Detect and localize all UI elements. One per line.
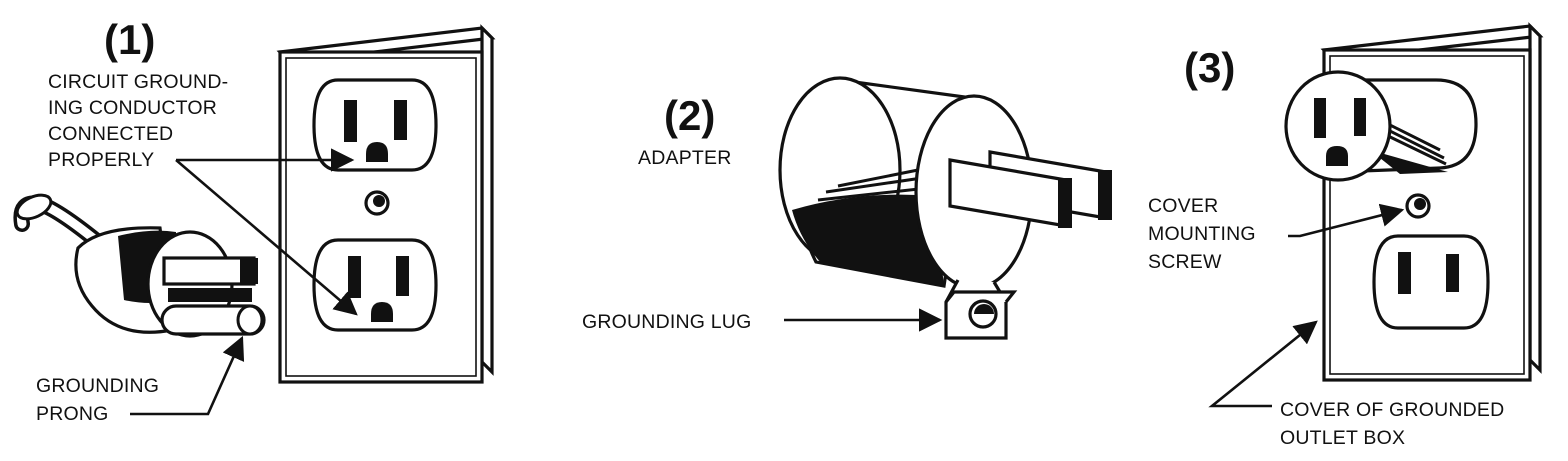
conductor-label-line: PROPERLY: [48, 149, 154, 171]
figure-3: (3) COVER: [1148, 22, 1544, 449]
lower-receptacle-3: [1372, 234, 1490, 330]
slot-neutral: [1398, 252, 1411, 294]
figure-1: (1) CIRCUIT GROUND- ING CONDUCTOR CONNEC…: [13, 16, 496, 425]
ground-hole: [371, 302, 393, 322]
receptacle-face: [1372, 234, 1490, 330]
inserted-adapter: [1284, 70, 1478, 182]
ground-hole: [366, 142, 388, 162]
screw-label: COVER MOUNTING SCREW: [1148, 195, 1261, 273]
lug-label: GROUNDING LUG: [582, 311, 751, 333]
three-prong-plug: [13, 193, 266, 338]
adapter: [778, 76, 1112, 290]
ground-hole: [1326, 146, 1348, 166]
flat-prong-lower: [168, 288, 252, 302]
cord-end: [15, 193, 53, 221]
figure-1-number: (1): [104, 16, 155, 63]
prong-label-line: PRONG: [36, 403, 109, 425]
leader-line-to-screw: [1288, 203, 1405, 238]
conductor-label-line: ING CONDUCTOR: [48, 97, 217, 119]
box-label: COVER OF GROUNDED OUTLET BOX: [1280, 399, 1510, 449]
prong-label: GROUNDING PRONG: [36, 375, 165, 425]
slot-neutral: [348, 256, 361, 298]
slot-neutral: [1314, 98, 1326, 138]
screw-label-line: MOUNTING: [1148, 223, 1256, 245]
leader-line-to-lower-ground: [175, 159, 358, 316]
adapter-shadow: [792, 194, 944, 286]
slot-hot: [1354, 98, 1366, 136]
grounding-lug: [944, 279, 1018, 340]
figure-3-number: (3): [1184, 44, 1235, 91]
conductor-label-line: CONNECTED: [48, 123, 173, 145]
cover-mounting-screw: [1405, 193, 1431, 219]
conductor-label-line: CIRCUIT GROUND-: [48, 71, 228, 93]
upper-receptacle: [312, 78, 438, 172]
leader-line-to-cover: [1208, 320, 1318, 408]
slot-hot: [1446, 254, 1459, 292]
slot-hot: [396, 256, 409, 296]
plate-screw-1: [364, 190, 390, 216]
adapter-label: ADAPTER: [638, 147, 732, 169]
box-label-line: COVER OF GROUNDED: [1280, 399, 1504, 421]
conductor-label: CIRCUIT GROUND- ING CONDUCTOR CONNECTED …: [48, 71, 234, 171]
screw-label-line: COVER: [1148, 195, 1218, 217]
slot-neutral: [344, 100, 357, 142]
figure-2: (2) ADAPTER GROUNDING LUG: [582, 76, 1112, 340]
box-label-line: OUTLET BOX: [1280, 427, 1405, 449]
figure-2-number: (2): [664, 92, 715, 139]
slot-hot: [394, 100, 407, 140]
leader-line-to-prong: [130, 335, 245, 416]
prong-label-line: GROUNDING: [36, 375, 159, 397]
screw-label-line: SCREW: [1148, 251, 1222, 273]
lower-receptacle: [312, 238, 438, 332]
